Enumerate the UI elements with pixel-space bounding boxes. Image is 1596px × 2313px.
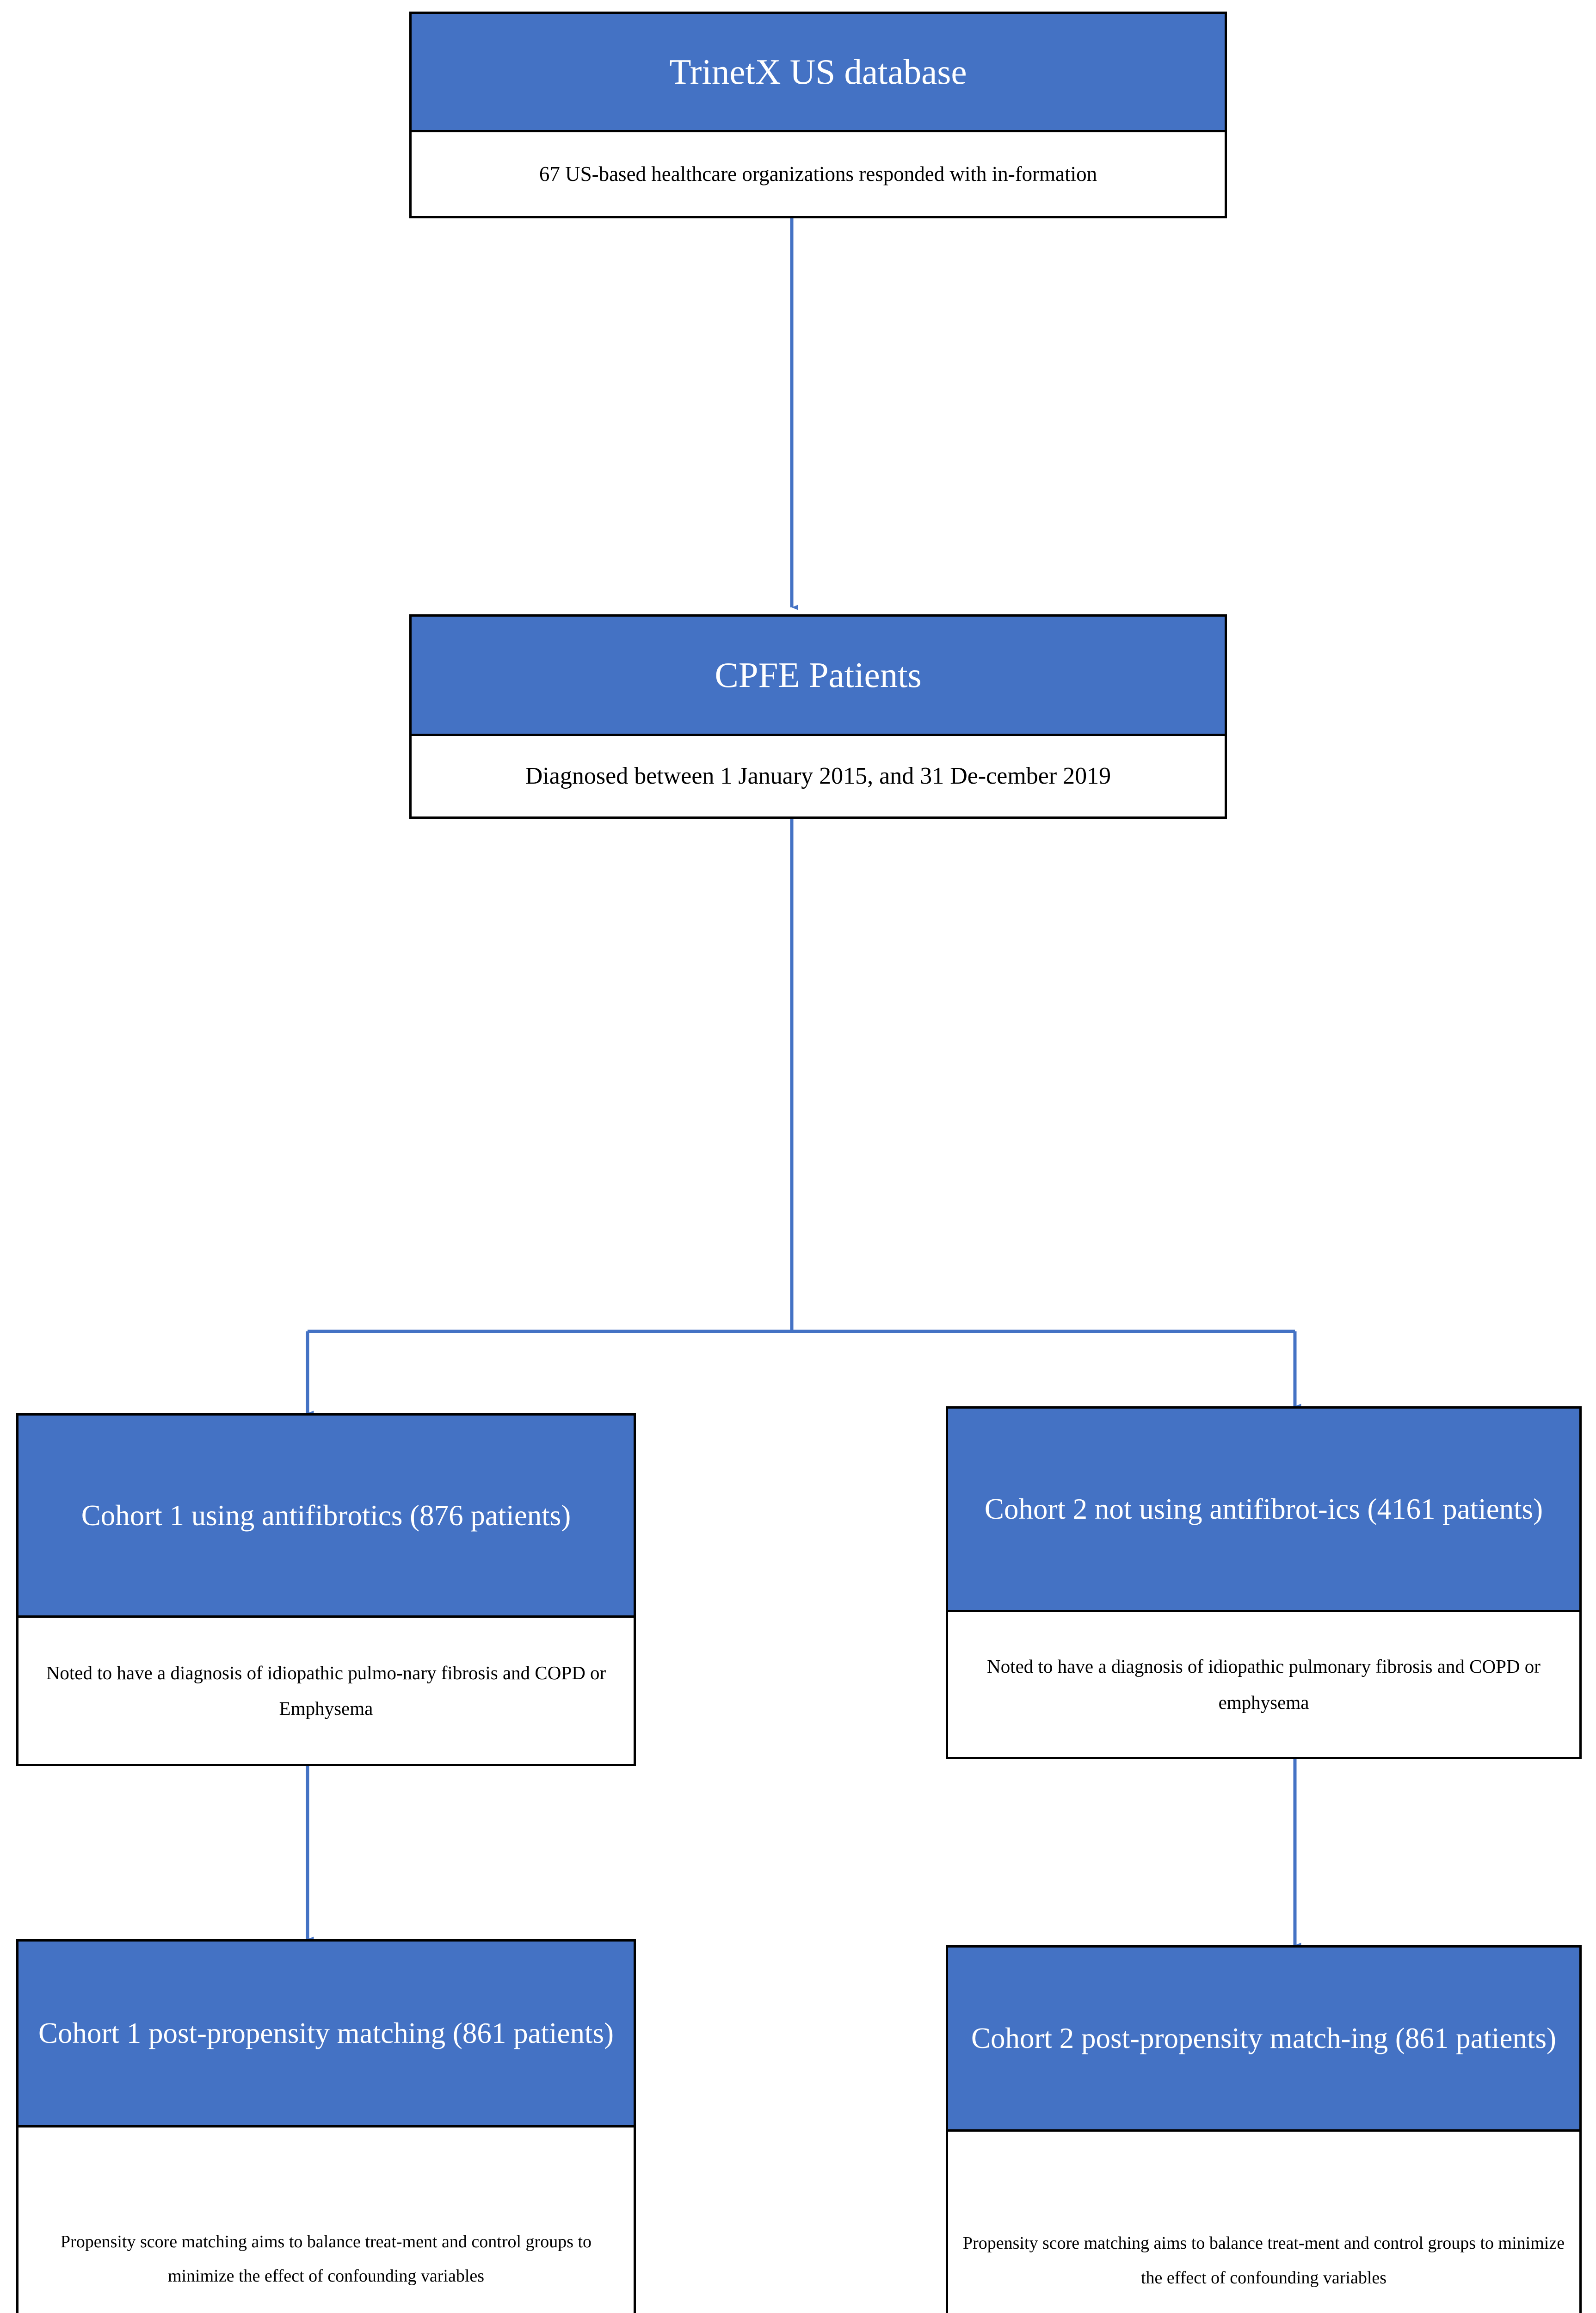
node-cohort2-matched-body: Propensity score matching aims to balanc… [948, 2132, 1579, 2313]
node-cohort2-header: Cohort 2 not using antifibrot-ics (4161 … [948, 1409, 1579, 1612]
node-cohort2-matched-title: Cohort 2 post-propensity match-ing (861 … [971, 2022, 1557, 2055]
node-cpfe-patients-body: Diagnosed between 1 January 2015, and 31… [412, 736, 1225, 816]
node-database-header: TrinetX US database [412, 14, 1225, 132]
node-database-title: TrinetX US database [669, 51, 967, 92]
node-cohort1-matched-description: Propensity score matching aims to balanc… [60, 2232, 592, 2286]
node-cohort2-description: Noted to have a diagnosis of idiopathic … [987, 1656, 1541, 1713]
node-database[interactable]: TrinetX US database 67 US-based healthca… [409, 12, 1227, 218]
node-cohort2-title: Cohort 2 not using antifibrot-ics (4161 … [984, 1493, 1543, 1526]
node-cohort1-matched[interactable]: Cohort 1 post-propensity matching (861 p… [16, 1939, 636, 2313]
node-cohort1-title: Cohort 1 using antifibrotics (876 patien… [81, 1499, 571, 1532]
node-cpfe-patients-description: Diagnosed between 1 January 2015, and 31… [525, 762, 1111, 789]
node-cohort1-description: Noted to have a diagnosis of idiopathic … [46, 1662, 606, 1719]
node-cohort1-matched-title: Cohort 1 post-propensity matching (861 p… [38, 2017, 614, 2050]
node-cohort1-matched-body: Propensity score matching aims to balanc… [18, 2127, 634, 2313]
node-database-description: 67 US-based healthcare organizations res… [539, 162, 1097, 186]
node-cpfe-patients[interactable]: CPFE Patients Diagnosed between 1 Januar… [409, 614, 1227, 819]
node-cohort1-body: Noted to have a diagnosis of idiopathic … [18, 1618, 634, 1764]
node-cohort2-body: Noted to have a diagnosis of idiopathic … [948, 1612, 1579, 1757]
node-cohort2-matched-header: Cohort 2 post-propensity match-ing (861 … [948, 1948, 1579, 2132]
node-cohort2-matched[interactable]: Cohort 2 post-propensity match-ing (861 … [946, 1945, 1582, 2313]
node-cohort1[interactable]: Cohort 1 using antifibrotics (876 patien… [16, 1413, 636, 1766]
node-cohort1-matched-header: Cohort 1 post-propensity matching (861 p… [18, 1942, 634, 2127]
node-cohort2[interactable]: Cohort 2 not using antifibrot-ics (4161 … [946, 1406, 1582, 1759]
node-cohort1-header: Cohort 1 using antifibrotics (876 patien… [18, 1416, 634, 1618]
node-cpfe-patients-title: CPFE Patients [715, 655, 922, 695]
node-cpfe-patients-header: CPFE Patients [412, 617, 1225, 736]
node-cohort2-matched-description: Propensity score matching aims to balanc… [962, 2233, 1565, 2288]
node-database-body: 67 US-based healthcare organizations res… [412, 132, 1225, 216]
